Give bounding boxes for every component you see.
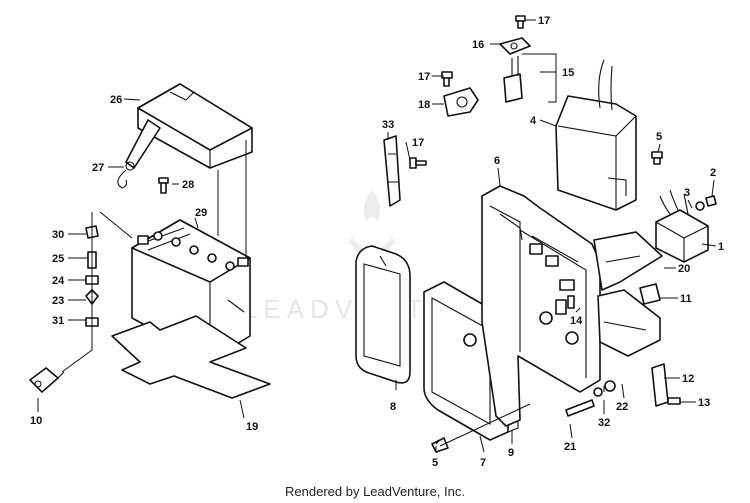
callout-17-low: 17 (412, 137, 424, 149)
callout-21: 21 (564, 441, 576, 453)
callout-14: 14 (570, 315, 583, 327)
callout-19: 19 (246, 421, 258, 433)
credit-line: Rendered by LeadVenture, Inc. (285, 484, 465, 499)
callout-25: 25 (52, 253, 64, 265)
callout-6: 6 (494, 155, 500, 167)
callout-8: 8 (390, 401, 396, 413)
callout-33: 33 (382, 119, 394, 131)
callout-10: 10 (30, 415, 42, 427)
callout-labels: 26 27 28 29 30 25 24 23 31 10 19 17 16 1… (30, 15, 724, 469)
callout-4: 4 (530, 115, 537, 127)
callout-18: 18 (418, 99, 430, 111)
callout-29: 29 (195, 207, 207, 219)
callout-12: 12 (682, 373, 694, 385)
part-17-screws (409, 15, 526, 169)
callout-1: 1 (718, 241, 724, 253)
callout-27: 27 (92, 162, 104, 174)
callout-5-top: 5 (656, 131, 662, 143)
leader-lines-right (387, 19, 717, 453)
callout-17-mid: 17 (418, 71, 430, 83)
callout-2: 2 (710, 167, 716, 179)
part-28-screw (158, 177, 169, 194)
part-18-clamp (443, 87, 479, 117)
callout-15: 15 (562, 67, 574, 79)
callout-17-top: 17 (538, 15, 550, 27)
callout-16: 16 (472, 39, 484, 51)
part-33-plate (383, 135, 401, 207)
part-29-battery (131, 219, 251, 361)
callout-28: 28 (182, 179, 194, 191)
callout-11: 11 (680, 293, 692, 305)
callout-30: 30 (52, 229, 64, 241)
callout-13: 13 (698, 397, 710, 409)
callout-26: 26 (110, 94, 122, 106)
callout-3: 3 (684, 187, 690, 199)
part-20-bracket (593, 231, 663, 357)
callout-9: 9 (508, 447, 514, 459)
callout-5-bottom: 5 (432, 457, 438, 469)
part-10-connector (29, 367, 65, 393)
callout-22: 22 (616, 401, 628, 413)
part-19-battery-pad (111, 315, 271, 399)
part-6-electrical-box (481, 185, 601, 427)
callout-31: 31 (52, 315, 64, 327)
part-16-fuse-holder (499, 37, 531, 103)
callout-20: 20 (678, 263, 690, 275)
part-27-battery-strap (117, 119, 161, 189)
callout-24: 24 (52, 275, 65, 287)
callout-7: 7 (480, 457, 486, 469)
part-8-side-cover (355, 245, 411, 384)
callout-23: 23 (52, 295, 64, 307)
callout-32: 32 (598, 417, 610, 429)
leader-lines-left (37, 98, 247, 419)
part-4-control-module (555, 59, 637, 211)
part-1-regulator (655, 189, 709, 263)
part-26-battery-cover (137, 83, 253, 169)
